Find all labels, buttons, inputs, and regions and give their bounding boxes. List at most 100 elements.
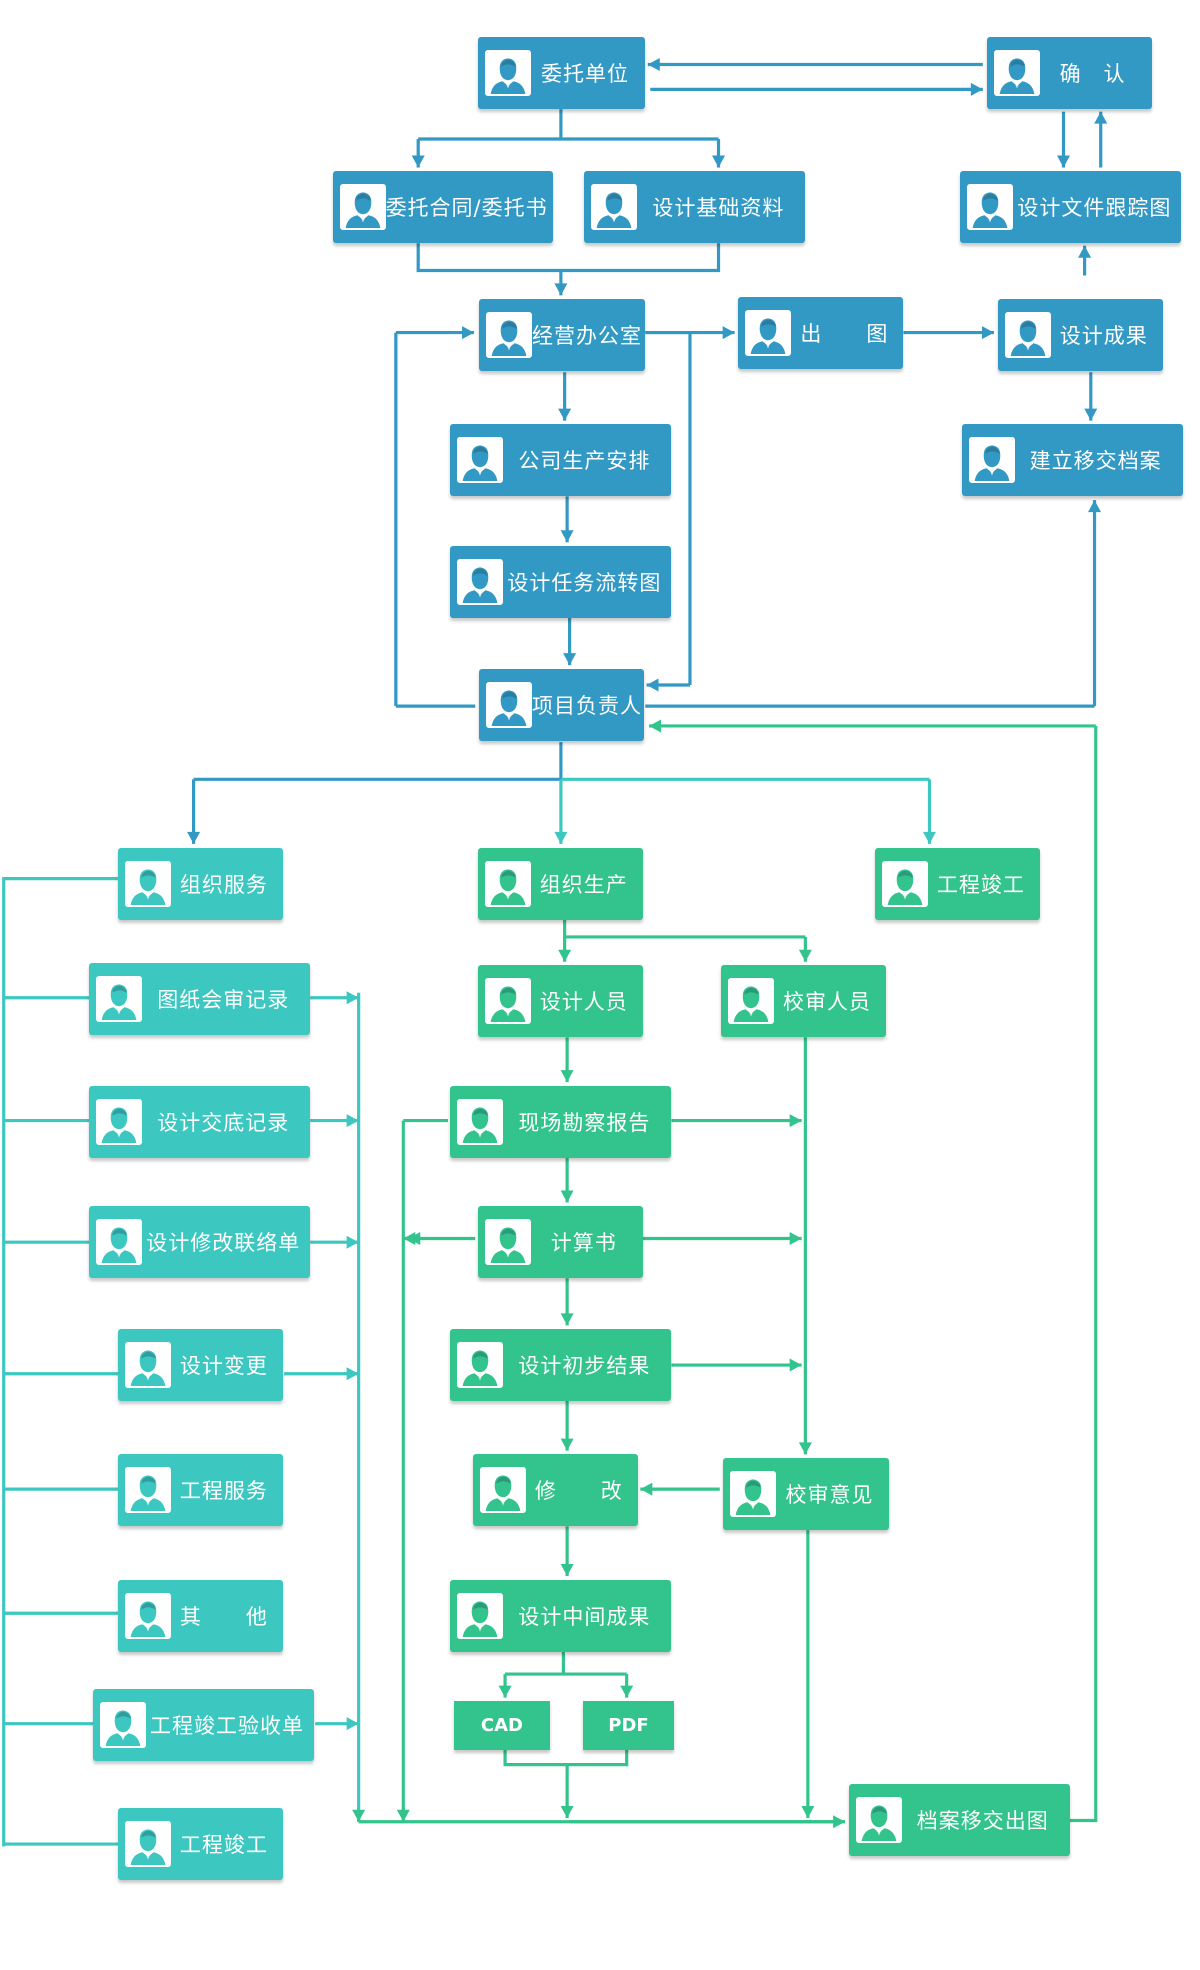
person-avatar-icon [96, 975, 143, 1022]
arrowhead-icon [1084, 408, 1098, 421]
arrowhead-icon [403, 1231, 416, 1245]
arrowhead-icon [498, 1685, 512, 1698]
person-avatar-icon [124, 1342, 171, 1389]
person-avatar-icon [484, 50, 531, 97]
node-label: 设计任务流转图 [507, 571, 662, 595]
node-label: 组织服务 [179, 872, 268, 897]
arrowhead-icon [798, 1442, 812, 1455]
node-completion-top: 工程竣工 [874, 847, 1040, 920]
arrowhead-icon [833, 1815, 846, 1829]
node-label: 委托单位 [541, 62, 630, 87]
arrowhead-icon [554, 831, 568, 844]
arrowhead-icon [647, 58, 660, 72]
node-label: 设计初步结果 [518, 1354, 651, 1379]
person-avatar-icon [124, 1821, 171, 1868]
node-survey: 现场勘察报告 [450, 1085, 672, 1158]
arrowhead-icon [789, 1114, 802, 1128]
arrowhead-icon [712, 155, 726, 168]
person-avatar-icon [484, 978, 531, 1025]
node-disclosure: 设计交底记录 [89, 1085, 311, 1158]
node-eng-service: 工程服务 [117, 1454, 283, 1527]
person-avatar-icon [457, 1342, 504, 1389]
person-avatar-icon [855, 1797, 902, 1844]
person-avatar-icon [457, 437, 504, 484]
node-org-prod: 组织生产 [477, 847, 643, 920]
connector-line [563, 919, 806, 939]
node-designers: 设计人员 [477, 965, 643, 1038]
arrowhead-icon [620, 1685, 634, 1698]
arrowhead-icon [640, 1482, 653, 1496]
node-label: 确 认 [1059, 62, 1126, 87]
node-basic-data: 设计基础资料 [584, 171, 806, 244]
node-prelim: 设计初步结果 [450, 1329, 672, 1402]
person-avatar-icon [479, 1467, 526, 1514]
person-avatar-icon [591, 184, 638, 231]
arrowhead-icon [560, 1070, 574, 1083]
node-label: 校审人员 [783, 990, 871, 1015]
connector-line [1069, 725, 1098, 1823]
person-avatar-icon [457, 559, 504, 605]
node-label: 出 图 [800, 321, 889, 346]
person-avatar-icon [968, 437, 1015, 484]
arrowhead-icon [558, 408, 572, 421]
arrowhead-icon [560, 1190, 574, 1203]
arrowhead-icon [789, 1231, 802, 1245]
node-production: 公司生产安排 [450, 424, 672, 497]
node-label: 现场勘察报告 [518, 1110, 651, 1135]
person-avatar-icon [484, 1219, 531, 1266]
arrowhead-icon [346, 1367, 359, 1381]
node-pm: 项目负责人 [479, 668, 645, 741]
arrowhead-icon [411, 155, 425, 168]
node-label: 工程服务 [179, 1479, 268, 1504]
arrowhead-icon [346, 1235, 359, 1249]
node-label: 工程竣工验收单 [150, 1713, 304, 1738]
node-other: 其 他 [117, 1579, 283, 1652]
person-avatar-icon [730, 1471, 777, 1518]
arrowhead-icon [798, 949, 812, 962]
node-org-service: 组织服务 [117, 847, 283, 920]
node-label: 计算书 [550, 1231, 617, 1256]
arrowhead-icon [560, 530, 574, 543]
arrowhead-icon [801, 1805, 815, 1818]
node-label: 设计基础资料 [652, 196, 785, 221]
node-modify-contact: 设计修改联络单 [89, 1206, 311, 1279]
node-results: 设计成果 [997, 299, 1163, 372]
person-avatar-icon [124, 860, 171, 907]
cad-format-chip: CAD [454, 1701, 550, 1750]
person-avatar-icon [96, 1219, 143, 1266]
node-print: 出 图 [738, 296, 904, 369]
node-archive-out: 档案移交出图 [848, 1784, 1070, 1857]
arrowhead-icon [649, 719, 662, 733]
arrowhead-icon [646, 678, 659, 692]
person-avatar-icon [457, 1098, 504, 1145]
node-checkers: 校审人员 [720, 965, 887, 1038]
arrowhead-icon [1094, 111, 1108, 124]
node-doc-tracking: 设计文件跟踪图 [960, 171, 1182, 244]
node-change: 设计变更 [117, 1329, 283, 1402]
arrowhead-icon [352, 1809, 366, 1822]
arrowhead-icon [346, 1114, 359, 1128]
arrowhead-icon [982, 326, 995, 340]
arrowhead-icon [560, 1564, 574, 1577]
node-label: 组织生产 [539, 872, 628, 897]
person-avatar-icon [1004, 312, 1051, 359]
node-label: 委托合同/委托书 [385, 196, 548, 221]
node-label: 校审意见 [785, 1483, 874, 1508]
connector-line [503, 1749, 629, 1767]
node-label: 其 他 [179, 1604, 268, 1629]
pdf-format-chip: PDF [583, 1701, 674, 1750]
arrowhead-icon [563, 653, 577, 666]
person-avatar-icon [457, 1592, 504, 1639]
node-label: 工程竣工 [936, 872, 1025, 897]
person-avatar-icon [339, 184, 386, 231]
person-avatar-icon [881, 860, 928, 907]
connector-line [2, 876, 118, 1847]
node-label: 公司生产安排 [518, 449, 651, 474]
node-label: 设计交底记录 [157, 1110, 290, 1135]
person-avatar-icon [967, 184, 1014, 231]
node-revise: 修 改 [472, 1454, 638, 1527]
person-avatar-icon [484, 860, 531, 907]
arrowhead-icon [554, 283, 568, 296]
